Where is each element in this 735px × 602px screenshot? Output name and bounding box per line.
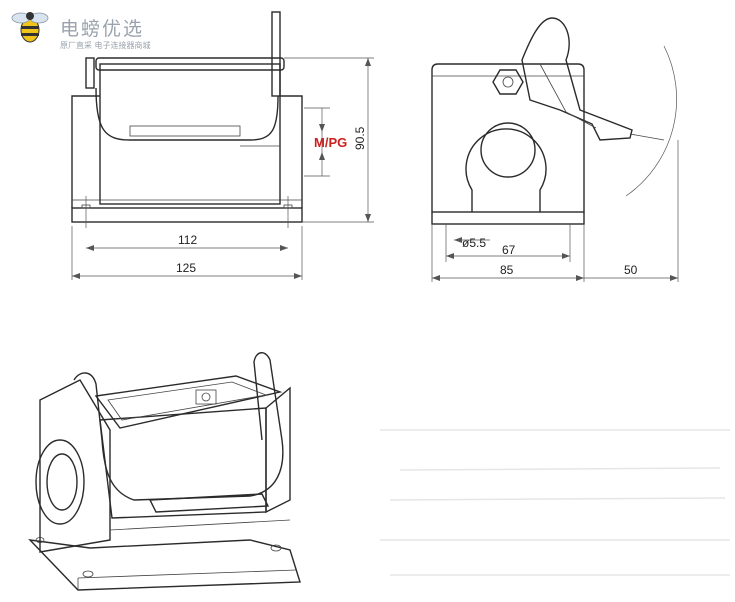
iso-body-front <box>99 407 267 519</box>
iso-top-rim <box>94 375 283 429</box>
side-locking-lever <box>521 17 633 141</box>
iso-locking-bail <box>73 352 284 501</box>
dim-base-width: 85 <box>500 263 514 277</box>
dim-lever-clearance: 50 <box>624 263 638 277</box>
side-base-plate <box>431 211 585 225</box>
front-right-lever <box>271 11 281 97</box>
front-right-flange <box>280 95 303 208</box>
iso-base-plate <box>28 539 301 591</box>
lever-swing-arc <box>625 45 677 197</box>
side-housing-body <box>431 63 585 212</box>
thread-label: M/PG <box>314 135 347 150</box>
bee-logo-icon <box>11 12 49 43</box>
dim-hole-pitch: 67 <box>502 243 516 257</box>
logo-title: 电螃优选 <box>60 18 145 40</box>
front-left-lever <box>85 57 95 89</box>
dim-outer-width: 125 <box>176 261 196 275</box>
front-dimensions: 112 125 90.5 M/PG <box>71 57 374 280</box>
dim-inner-width: 112 <box>178 233 197 247</box>
company-logo: 电螃优选 原厂直采 电子连接器商城 <box>8 6 158 50</box>
side-hex-bolt <box>492 69 524 95</box>
side-thread-boss <box>465 128 547 212</box>
isometric-view <box>28 352 301 591</box>
iso-body-side <box>265 386 291 514</box>
front-locking-bail <box>95 87 279 141</box>
watermark-lines <box>380 429 730 576</box>
front-top-frame <box>95 57 285 71</box>
iso-terminal-block <box>195 389 217 405</box>
side-cable-entry <box>480 122 536 178</box>
dim-height: 90.5 <box>353 126 367 150</box>
front-left-flange <box>71 95 100 208</box>
iso-thread-boss <box>35 439 85 525</box>
dim-hole-diameter: ø5.5 <box>462 236 486 250</box>
front-housing-body <box>99 63 281 205</box>
iso-latch-tab <box>148 493 270 513</box>
iso-left-wall <box>39 379 111 553</box>
front-latch-tab <box>129 125 241 137</box>
front-base-plate <box>71 207 303 223</box>
side-view <box>431 17 677 225</box>
iso-cable-entry <box>46 453 78 511</box>
front-view <box>71 11 303 228</box>
logo-subtitle: 原厂直采 电子连接器商城 <box>60 41 151 50</box>
side-dimensions: 67 ø5.5 85 50 <box>431 140 679 282</box>
